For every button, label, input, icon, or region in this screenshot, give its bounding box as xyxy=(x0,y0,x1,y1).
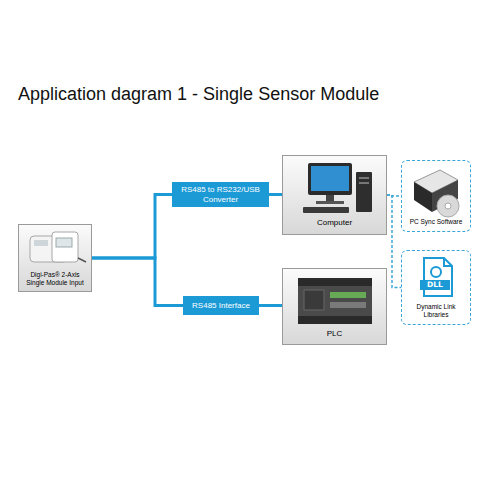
bus-connector xyxy=(92,258,183,306)
interface-box: RS485 Interface xyxy=(183,296,259,315)
software-box: PC Sync Software xyxy=(401,160,471,232)
plc-box: PLC xyxy=(282,268,387,345)
bus-connector xyxy=(259,304,282,307)
node-text: PC Sync Software xyxy=(410,218,463,226)
sensor-module-box: Digi-Pas® 2-Axis Single Module Input xyxy=(18,224,92,292)
bus-connector xyxy=(92,195,172,259)
file-type-label: DLL xyxy=(422,280,448,290)
diagram-title: Application dagram 1 - Single Sensor Mod… xyxy=(18,84,379,105)
converter-box: RS485 to RS232/USB Converter xyxy=(172,182,269,207)
computer-box: Computer xyxy=(282,155,387,235)
bus-connector xyxy=(269,193,282,196)
node-text: RS485 Interface xyxy=(192,301,250,311)
node-text: RS485 to RS232/USB Converter xyxy=(175,185,266,204)
node-text: Digi-Pas® 2-Axis Single Module Input xyxy=(21,271,89,287)
node-text: PLC xyxy=(327,329,343,339)
node-text: Computer xyxy=(317,218,352,228)
node-text: Dynamic Link Libraries xyxy=(404,303,468,319)
dashed-connector xyxy=(387,195,401,288)
